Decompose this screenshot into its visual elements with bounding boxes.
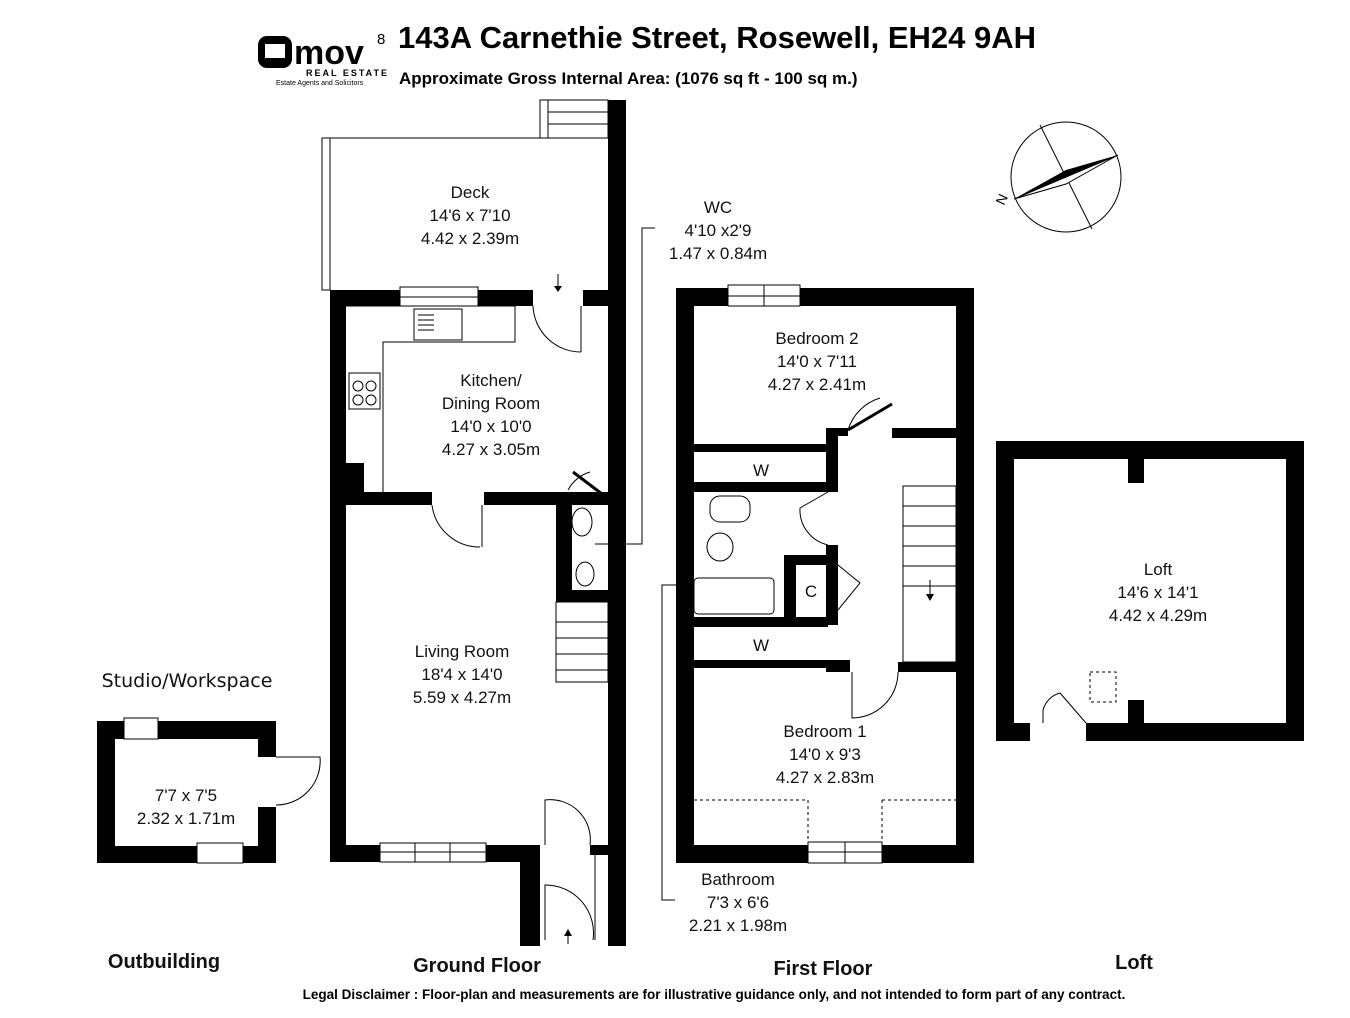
svg-text:14'6 x 7'10: 14'6 x 7'10 bbox=[429, 206, 510, 225]
first-floor-plan: Bedroom 2 14'0 x 7'11 4.27 x 2.41m W C W… bbox=[661, 284, 974, 935]
svg-text:7'7 x 7'5: 7'7 x 7'5 bbox=[155, 786, 217, 805]
svg-text:Dining Room: Dining Room bbox=[442, 394, 540, 413]
svg-text:Studio/Workspace: Studio/Workspace bbox=[102, 670, 273, 692]
svg-text:8: 8 bbox=[377, 31, 385, 48]
svg-text:14'0 x 7'11: 14'0 x 7'11 bbox=[777, 352, 857, 371]
svg-text:4.27 x 3.05m: 4.27 x 3.05m bbox=[442, 440, 540, 459]
svg-text:Living Room: Living Room bbox=[415, 642, 510, 661]
label-ground-floor: Ground Floor bbox=[413, 955, 541, 977]
svg-text:Bathroom: Bathroom bbox=[701, 870, 775, 889]
svg-text:14'6 x 14'1: 14'6 x 14'1 bbox=[1117, 583, 1198, 602]
page-title: 143A Carnethie Street, Rosewell, EH24 9A… bbox=[398, 20, 1036, 55]
svg-text:Kitchen/: Kitchen/ bbox=[460, 371, 522, 390]
svg-text:14'0 x 10'0: 14'0 x 10'0 bbox=[450, 417, 531, 436]
svg-text:WC: WC bbox=[704, 198, 732, 217]
svg-text:W: W bbox=[753, 461, 769, 480]
svg-text:14'0 x 9'3: 14'0 x 9'3 bbox=[789, 745, 861, 764]
svg-text:Deck: Deck bbox=[451, 183, 490, 202]
svg-text:2.32 x 1.71m: 2.32 x 1.71m bbox=[137, 809, 235, 828]
svg-text:Bedroom 2: Bedroom 2 bbox=[775, 329, 858, 348]
svg-text:N: N bbox=[992, 191, 1011, 207]
svg-text:4.27 x 2.83m: 4.27 x 2.83m bbox=[776, 768, 874, 787]
svg-text:Bedroom 1: Bedroom 1 bbox=[783, 722, 866, 741]
mov8-logo: mov 8 REAL ESTATE Estate Agents and Soli… bbox=[258, 31, 389, 87]
legal-disclaimer: Legal Disclaimer : Floor-plan and measur… bbox=[303, 987, 1126, 1002]
svg-text:5.59 x 4.27m: 5.59 x 4.27m bbox=[413, 688, 511, 707]
svg-text:Estate Agents and Solicitors: Estate Agents and Solicitors bbox=[276, 80, 364, 87]
svg-text:4.42 x 4.29m: 4.42 x 4.29m bbox=[1109, 606, 1207, 625]
gross-area: Approximate Gross Internal Area: (1076 s… bbox=[399, 69, 858, 88]
outbuilding-plan: Studio/Workspace 7'7 x 7'5 2.32 x 1.71m bbox=[97, 670, 321, 864]
svg-text:W: W bbox=[753, 636, 769, 655]
svg-text:C: C bbox=[805, 582, 817, 601]
svg-text:4'10 x2'9: 4'10 x2'9 bbox=[685, 221, 752, 240]
label-first-floor: First Floor bbox=[774, 958, 873, 980]
svg-text:REAL ESTATE: REAL ESTATE bbox=[306, 68, 389, 78]
svg-text:18'4 x 14'0: 18'4 x 14'0 bbox=[421, 665, 502, 684]
svg-text:mov: mov bbox=[294, 34, 364, 72]
svg-text:Loft: Loft bbox=[1144, 560, 1173, 579]
svg-text:4.27 x 2.41m: 4.27 x 2.41m bbox=[768, 375, 866, 394]
compass-icon: N bbox=[992, 121, 1122, 233]
svg-text:2.21 x 1.98m: 2.21 x 1.98m bbox=[689, 916, 787, 935]
label-loft: Loft bbox=[1115, 952, 1153, 974]
loft-plan: Loft 14'6 x 14'1 4.42 x 4.29m bbox=[996, 441, 1304, 741]
svg-text:1.47 x 0.84m: 1.47 x 0.84m bbox=[669, 244, 767, 263]
svg-text:7'3 x 6'6: 7'3 x 6'6 bbox=[707, 893, 769, 912]
ground-floor-plan: Deck 14'6 x 7'10 4.42 x 2.39m WC 4'10 x2… bbox=[321, 99, 767, 946]
svg-text:4.42 x 2.39m: 4.42 x 2.39m bbox=[421, 229, 519, 248]
label-outbuilding: Outbuilding bbox=[108, 951, 220, 973]
